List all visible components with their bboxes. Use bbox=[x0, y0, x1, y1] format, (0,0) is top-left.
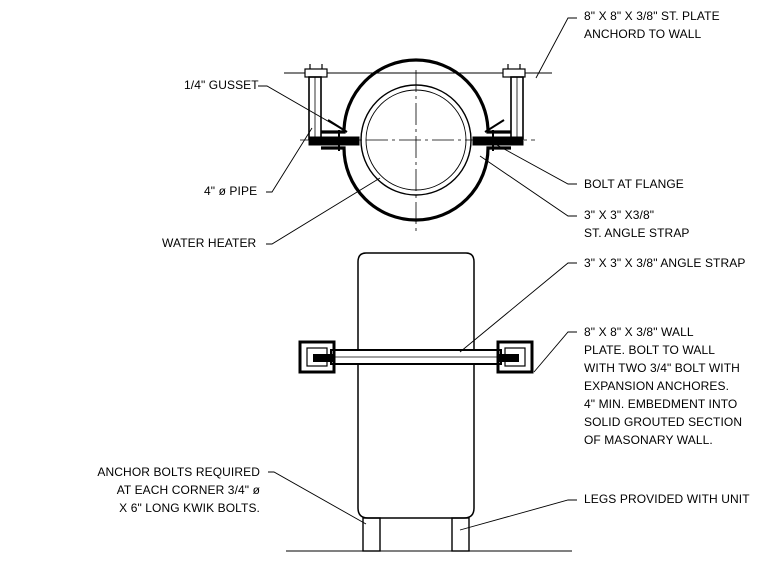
elevation-right-wall-plate bbox=[496, 340, 534, 374]
right-angle-strap bbox=[510, 76, 524, 140]
ring-strap-lower bbox=[321, 146, 511, 222]
left-leg bbox=[362, 517, 381, 552]
leader-water-heater bbox=[266, 177, 381, 245]
elevation-left-wall-plate bbox=[298, 340, 336, 374]
label-anchor-bolts: ANCHOR BOLTS REQUIRED AT EACH CORNER 3/4… bbox=[97, 465, 260, 515]
label-plate-anchor: 8" X 8" X 3/8" ST. PLATE ANCHORD TO WALL bbox=[584, 9, 720, 41]
leader-bolt-flange bbox=[494, 143, 577, 185]
right-flange bbox=[472, 136, 524, 146]
leaders bbox=[258, 17, 577, 531]
leader-angle-strap-top bbox=[479, 155, 577, 217]
right-leg bbox=[451, 517, 470, 552]
label-angle-strap: 3" X 3" X 3/8" ANGLE STRAP bbox=[584, 256, 746, 270]
water-heater-tank bbox=[357, 252, 475, 519]
label-wall-plate: 8" X 8" X 3/8" WALL PLATE. BOLT TO WALL … bbox=[584, 325, 743, 447]
label-bolt-flange: BOLT AT FLANGE bbox=[584, 177, 684, 191]
plan-view bbox=[284, 58, 552, 232]
leader-pipe bbox=[266, 127, 313, 193]
water-heater-plan bbox=[360, 84, 472, 196]
leader-angle-strap bbox=[459, 262, 577, 353]
label-pipe: 4" ø PIPE bbox=[204, 184, 258, 198]
water-heater-plan-inner bbox=[365, 89, 467, 191]
leader-gusset bbox=[258, 85, 346, 132]
ring-strap bbox=[321, 58, 511, 134]
left-wall-plate bbox=[304, 64, 328, 78]
leader-anchor-bolts bbox=[268, 471, 367, 525]
leader-plate-anchor bbox=[535, 17, 577, 79]
right-gusset bbox=[484, 119, 505, 133]
label-water-heater: WATER HEATER bbox=[162, 236, 257, 250]
left-flange bbox=[308, 136, 360, 146]
elevation-view bbox=[286, 252, 572, 552]
leader-wall-plate bbox=[533, 331, 577, 373]
right-wall-plate bbox=[502, 64, 526, 78]
label-legs: LEGS PROVIDED WITH UNIT bbox=[584, 492, 750, 506]
label-angle-strap-top: 3" X 3" X3/8" ST. ANGLE STRAP bbox=[584, 208, 690, 240]
leader-legs bbox=[459, 499, 577, 531]
label-gusset: 1/4" GUSSET bbox=[184, 78, 259, 92]
